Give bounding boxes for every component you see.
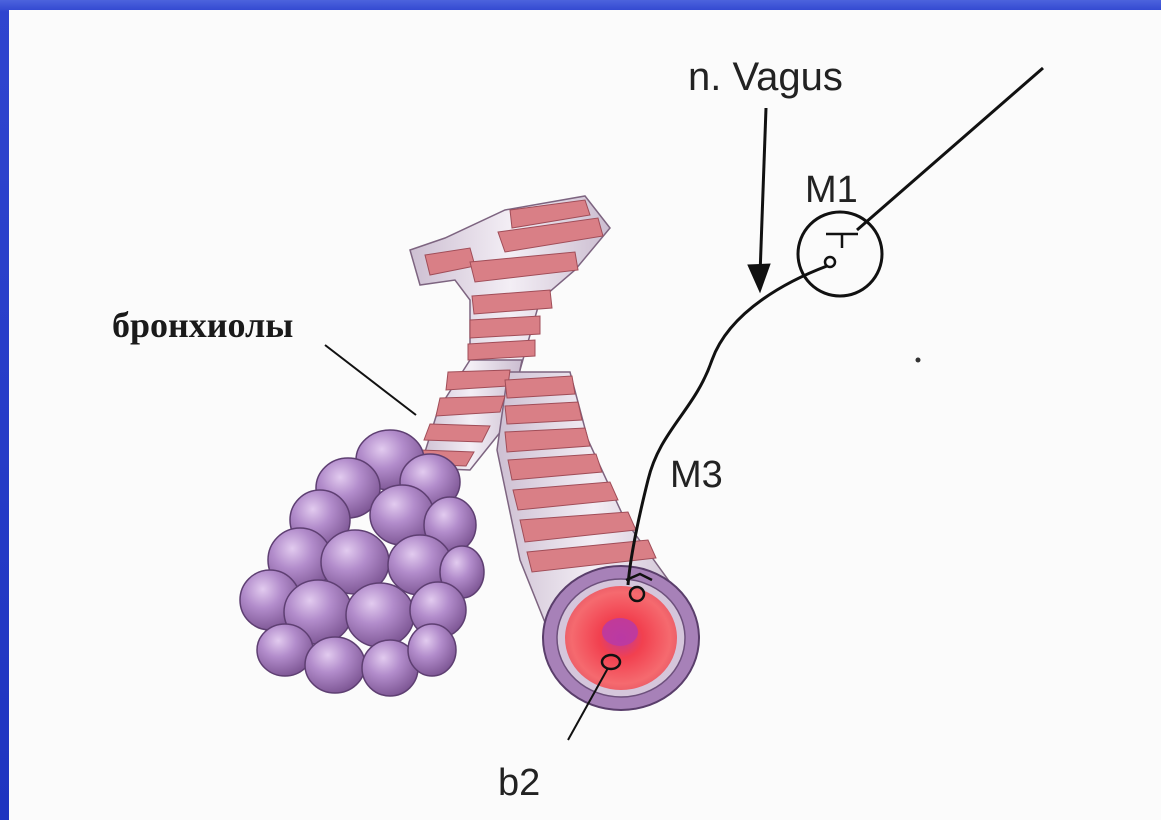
arrow-head-icon — [748, 264, 770, 292]
bronchioles-pointer — [325, 345, 416, 415]
vagus-arrow — [760, 108, 766, 275]
label-m1: M1 — [805, 169, 858, 211]
speck — [916, 358, 921, 363]
m1-ganglion-icon — [798, 212, 882, 296]
label-b2: b2 — [498, 762, 540, 804]
bronchiole-cross-section — [543, 566, 699, 710]
label-m3: M3 — [670, 454, 723, 496]
vagus-nerve-line — [857, 68, 1043, 230]
alveoli-cluster — [240, 430, 484, 696]
label-vagus: n. Vagus — [688, 55, 843, 99]
postganglionic-fiber — [628, 266, 827, 585]
label-bronchioles: бронхиолы — [112, 305, 293, 345]
